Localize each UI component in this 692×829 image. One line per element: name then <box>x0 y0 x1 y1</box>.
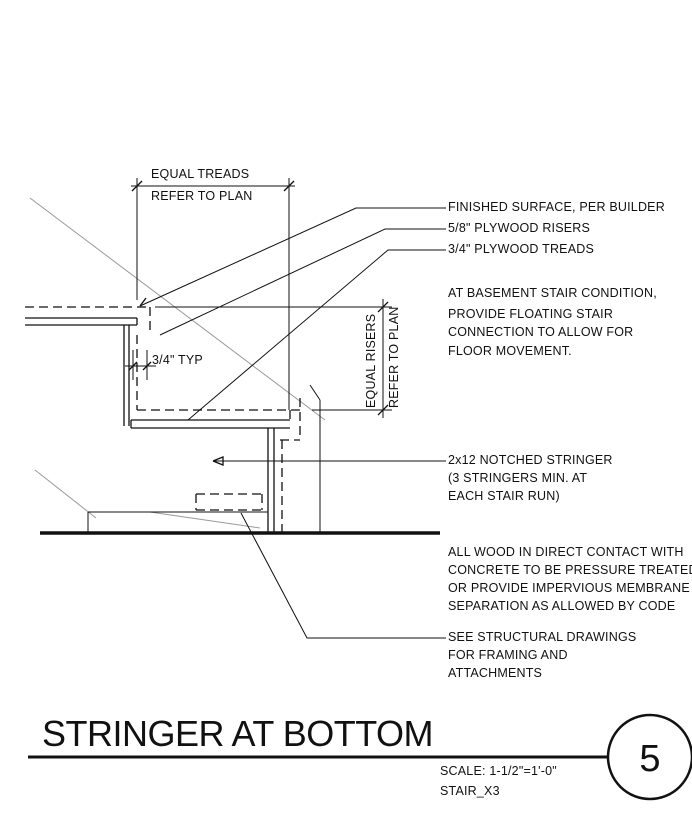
stringer-note-line-1: 2x12 NOTCHED STRINGER <box>448 453 613 467</box>
leader-lines <box>139 207 446 639</box>
detail-title: STRINGER AT BOTTOM <box>42 713 433 754</box>
finished-surface-note: FINISHED SURFACE, PER BUILDER <box>448 200 665 214</box>
concrete-note-line-1: ALL WOOD IN DIRECT CONTACT WITH <box>448 545 684 559</box>
stringer-note-line-3: EACH STAIR RUN) <box>448 489 560 503</box>
lower-tread <box>130 398 301 441</box>
stringer-back-edge <box>309 384 321 401</box>
treads-label-line-1: EQUAL TREADS <box>151 167 249 181</box>
typ-gap-label: 3/4" TYP <box>152 353 203 367</box>
construction-lines <box>29 197 326 529</box>
drawing-id-label: STAIR_X3 <box>440 784 500 798</box>
risers-label-line-2: REFER TO PLAN <box>387 307 401 408</box>
upper-tread <box>25 306 151 335</box>
basement-note-line-2: PROVIDE FLOATING STAIR <box>448 307 613 321</box>
stringer-note-line-2: (3 STRINGERS MIN. AT <box>448 471 587 485</box>
treads-dimension <box>131 178 295 410</box>
basement-note-line-1: AT BASEMENT STAIR CONDITION, <box>448 286 657 300</box>
basement-note-line-4: FLOOR MOVEMENT. <box>448 344 572 358</box>
concrete-note-line-4: SEPARATION AS ALLOWED BY CODE <box>448 599 675 613</box>
detail-number: 5 <box>639 738 660 780</box>
structural-note-line-1: SEE STRUCTURAL DRAWINGS <box>448 630 636 644</box>
typ-gap-dimension <box>125 350 156 380</box>
risers-dimension <box>155 299 392 418</box>
detail-number-circle <box>606 713 692 801</box>
treads-label-line-2: REFER TO PLAN <box>151 189 252 203</box>
riser <box>123 325 300 426</box>
structural-note-line-3: ATTACHMENTS <box>448 666 542 680</box>
plywood-treads-note: 3/4" PLYWOOD TREADS <box>448 242 594 256</box>
risers-label-line-1: EQUAL RISERS <box>364 314 378 408</box>
basement-note-line-3: CONNECTION TO ALLOW FOR <box>448 325 633 339</box>
plywood-risers-note: 5/8" PLYWOOD RISERS <box>448 221 590 235</box>
base-plate <box>87 493 268 533</box>
concrete-note-line-2: CONCRETE TO BE PRESSURE TREATED <box>448 563 692 577</box>
scale-label: SCALE: 1-1/2"=1'-0" <box>440 764 557 778</box>
lower-riser <box>267 428 283 533</box>
structural-note-line-2: FOR FRAMING AND <box>448 648 568 662</box>
concrete-note-line-3: OR PROVIDE IMPERVIOUS MEMBRANE <box>448 581 690 595</box>
